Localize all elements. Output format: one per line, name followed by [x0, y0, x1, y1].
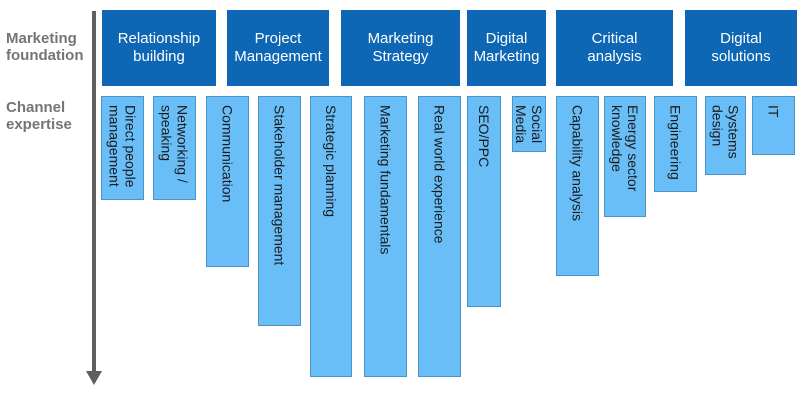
skill-label: Strategic planning: [323, 105, 339, 218]
skill-bar-social-media: Social Media: [512, 96, 546, 152]
depth-axis-line: [92, 11, 96, 372]
skill-bar-seo-ppc: SEO/PPC: [467, 96, 501, 307]
skill-bar-marketing-fundamentals: Marketing fundamentals: [364, 96, 407, 377]
skill-bar-direct-people-management: Direct people management: [101, 96, 144, 200]
skill-bar-networking-speaking: Networking / speaking: [153, 96, 196, 200]
down-arrow-icon: [86, 371, 102, 385]
skill-label: Capability analysis: [569, 105, 586, 221]
skill-label: IT: [765, 105, 782, 118]
skill-label: Social Media: [513, 105, 545, 144]
skill-label: SEO/PPC: [476, 105, 492, 168]
skill-label: Stakeholder management: [271, 105, 288, 266]
skill-label: Networking / speaking: [158, 105, 191, 183]
skill-bar-capability-analysis: Capability analysis: [556, 96, 599, 276]
skill-bar-stakeholder-management: Stakeholder management: [258, 96, 301, 326]
skill-label: Engineering: [667, 105, 684, 180]
skill-label: Systems design: [709, 105, 742, 159]
skill-label: Direct people management: [106, 105, 139, 188]
skill-bar-it: IT: [752, 96, 795, 155]
skill-bar-strategic-planning: Strategic planning: [310, 96, 352, 377]
skill-bar-energy-sector-knowledge: Energy sector knowledge: [604, 96, 646, 217]
skill-bar-real-world-experience: Real world experience: [418, 96, 461, 377]
skill-label: Communication: [219, 105, 236, 203]
skill-label: Real world experience: [431, 105, 448, 244]
skill-bar-engineering: Engineering: [654, 96, 697, 192]
skill-bar-systems-design: Systems design: [705, 96, 746, 175]
skill-bar-communication: Communication: [206, 96, 249, 267]
skill-label: Energy sector knowledge: [609, 105, 641, 192]
skill-label: Marketing fundamentals: [377, 105, 394, 255]
